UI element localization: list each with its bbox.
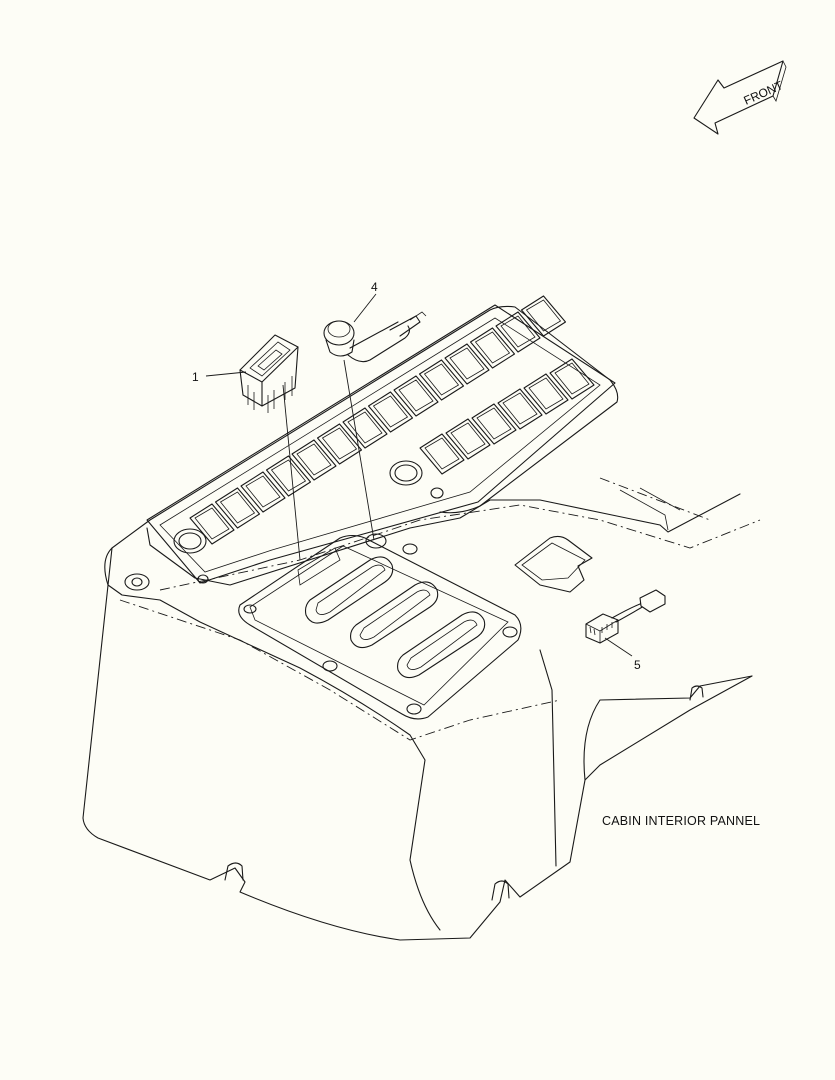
callout-5: 5 — [634, 658, 641, 672]
switch-bank-panel — [146, 295, 616, 584]
switch-slot-inner — [372, 395, 409, 428]
switch-slot-inner — [554, 362, 590, 395]
switch-slot — [520, 295, 567, 337]
switch-slot — [367, 391, 414, 433]
switch-slot-inner — [194, 507, 230, 540]
switch-slot — [393, 375, 439, 417]
leader-lines — [205, 293, 633, 657]
switch-slot-inner — [474, 331, 511, 364]
switch-slot-inner — [525, 299, 562, 332]
switch-slot — [419, 433, 465, 475]
connector-harness — [585, 589, 666, 644]
switch-slot-inner — [270, 459, 307, 492]
switch-slot-inner — [450, 422, 486, 455]
switch-slot-inner — [476, 407, 512, 440]
switch-slot — [316, 423, 363, 465]
switch-slot-inner — [398, 379, 434, 412]
rocker-switch — [239, 334, 299, 413]
switch-slot-inner — [500, 315, 536, 348]
switch-slot — [523, 373, 569, 415]
switch-slot — [265, 455, 312, 497]
switch-slot-inner — [424, 437, 460, 470]
diagram-caption: CABIN INTERIOR PANNEL — [602, 814, 761, 828]
switch-slot — [214, 487, 261, 529]
switch-slot-inner — [296, 443, 332, 476]
switch-slot — [471, 403, 517, 445]
side-tray — [514, 535, 593, 593]
front-arrow-icon: FRONT — [693, 60, 787, 135]
switch-slot — [469, 327, 516, 369]
switch-slot — [445, 418, 491, 460]
switch-slot-inner — [423, 363, 460, 396]
switch-slot — [444, 343, 490, 385]
switch-slot-inner — [347, 411, 383, 444]
push-button — [323, 311, 427, 363]
shifter-plate — [238, 533, 522, 720]
switch-slot — [418, 359, 465, 401]
switch-slot — [549, 358, 595, 400]
switch-slot-inner — [502, 392, 538, 425]
switch-slot-inner — [321, 427, 358, 460]
switch-slot — [495, 311, 541, 353]
switch-slot — [291, 439, 337, 481]
switch-slot-inner — [245, 475, 281, 508]
switch-slot — [497, 388, 543, 430]
switch-slot-inner — [528, 377, 564, 410]
switch-slot — [240, 471, 286, 513]
switch-slot-inner — [219, 491, 256, 524]
switch-slot-inner — [449, 347, 485, 380]
callout-1: 1 — [192, 370, 199, 384]
callout-4: 4 — [371, 280, 378, 294]
console-body — [82, 305, 761, 941]
